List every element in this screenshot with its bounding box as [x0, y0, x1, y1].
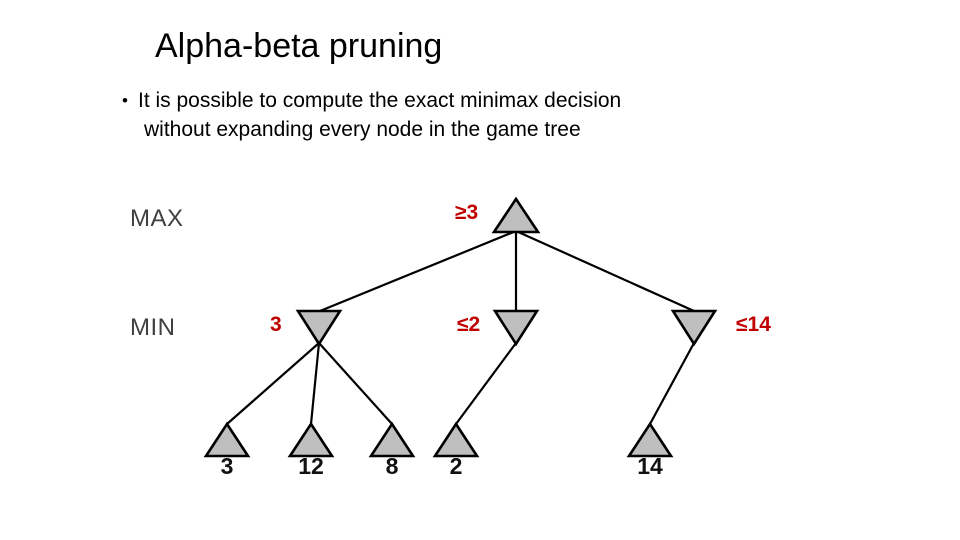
node-min-2: [492, 309, 540, 347]
edge-min3-to-leaf-5: [649, 342, 695, 425]
edge-root-to-min-3: [515, 229, 695, 313]
node-min-3: [670, 309, 718, 347]
leaf-value-5: 14: [637, 453, 663, 479]
node-leaf-5: [626, 421, 674, 458]
node-value-min-1: 3: [270, 313, 282, 336]
node-value-min-3: ≤14: [736, 313, 771, 336]
edge-group-root: [319, 229, 695, 313]
node-leaf-4: [432, 421, 480, 458]
edge-group-min-2: [455, 342, 517, 425]
node-min-1: [295, 309, 343, 347]
row-label-max: MAX: [130, 205, 184, 232]
bullet-line-1: It is possible to compute the exact mini…: [138, 89, 622, 112]
node-leaf-3: [368, 421, 416, 458]
bullet-marker-icon: •: [122, 91, 128, 110]
edge-root-to-min-1: [319, 229, 517, 313]
bullet-list: • It is possible to compute the exact min…: [122, 86, 842, 144]
edge-min2-to-leaf-4: [455, 342, 517, 425]
node-root-max: [491, 196, 541, 234]
row-label-min: MIN: [130, 314, 176, 341]
node-value-root: ≥3: [455, 201, 479, 224]
leaf-value-3: 8: [385, 453, 399, 479]
node-leaf-1: [203, 421, 251, 458]
edge-min1-to-leaf-3: [318, 342, 393, 425]
leaf-value-4: 2: [449, 453, 463, 479]
edge-min1-to-leaf-1: [226, 342, 320, 425]
bullet-line-2: without expanding every node in the game…: [144, 118, 581, 141]
edge-min1-to-leaf-2: [309, 342, 321, 425]
leaf-value-2: 12: [298, 453, 324, 479]
edge-group-min-3: [649, 342, 695, 425]
edge-group-min-1: [226, 342, 393, 425]
list-item: • It is possible to compute the exact min…: [122, 86, 842, 115]
page-title: Alpha-beta pruning: [155, 27, 443, 65]
leaf-value-1: 3: [220, 453, 234, 479]
node-value-min-2: ≤2: [457, 313, 481, 336]
node-leaf-2: [287, 421, 335, 458]
